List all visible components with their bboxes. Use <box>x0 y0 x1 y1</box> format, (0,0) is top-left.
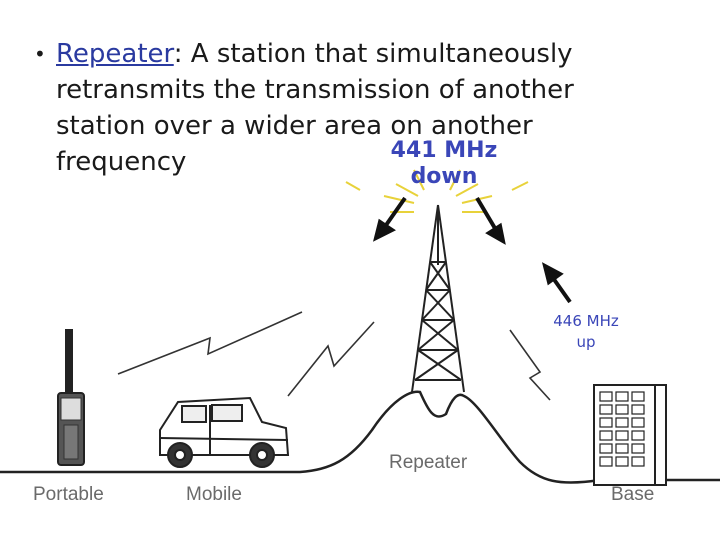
portable-radio <box>57 329 85 466</box>
base-label: Base <box>611 484 655 505</box>
mobile-vehicle <box>159 396 290 468</box>
definition-line-4: frequency <box>56 147 187 177</box>
base-building <box>593 384 667 486</box>
arrows <box>373 196 572 304</box>
terrain-hill <box>0 390 720 484</box>
definition-line-3: station over a wider area on another <box>56 111 533 141</box>
downlink-frequency-label: 441 MHz down <box>390 138 498 189</box>
radio-links <box>117 311 551 401</box>
mobile-label: Mobile <box>186 484 242 505</box>
repeater-label: Repeater <box>389 452 468 473</box>
repeater-term: Repeater <box>56 39 174 69</box>
definition-line-2: retransmits the transmission of another <box>56 75 574 105</box>
uplink-frequency-label: 446 MHz up <box>553 312 619 351</box>
definition-text: • Repeater: A station that simultaneousl… <box>34 36 696 180</box>
signal-rays <box>345 169 529 213</box>
definition-line-1: Repeater: A station that simultaneously <box>56 39 573 69</box>
repeater-tower <box>411 204 465 393</box>
bullet-marker: • <box>34 42 46 66</box>
portable-label: Portable <box>33 484 104 505</box>
